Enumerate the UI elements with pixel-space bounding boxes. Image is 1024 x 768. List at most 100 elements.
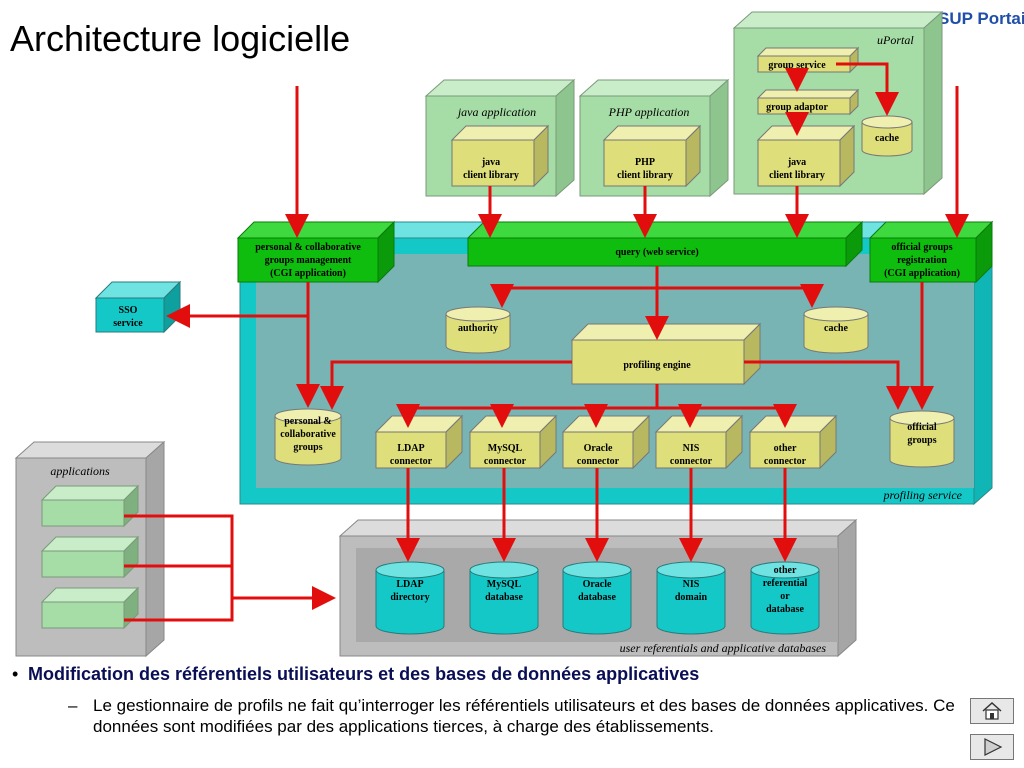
bullet-dash: –: [68, 696, 78, 715]
nis-domain-line1: NIS: [683, 579, 700, 590]
uportal-java-client-line2: client library: [769, 170, 825, 181]
oracle-database-line1: Oracle: [583, 579, 612, 590]
other-database-line1: other: [774, 565, 797, 576]
oracle-database-line2: database: [578, 592, 616, 603]
play-next-icon: [984, 738, 1003, 756]
nis-domain-line2: domain: [675, 592, 708, 603]
personal-mgmt-line2: groups management: [265, 255, 352, 266]
other-database-cylinder: other referential or database: [750, 561, 820, 635]
home-icon: [982, 701, 1002, 720]
bullet-level2: – Le gestionnaire de profils ne fait qu’…: [68, 695, 963, 737]
oracle-database-cylinder: Oracle database: [562, 561, 632, 635]
query-web-service-box: query (web service): [466, 220, 864, 268]
official-groups-cylinder: official groups: [889, 410, 955, 468]
bullet-level2-text: Le gestionnaire de profils ne fait qu’in…: [93, 696, 955, 736]
personal-mgmt-line3: (CGI application): [270, 268, 346, 279]
arrow-applications-to-referentials: [124, 514, 330, 622]
java-client-library-box: java client library: [450, 124, 550, 188]
bullet-level1: • Modification des référentiels utilisat…: [12, 664, 700, 685]
php-application-label: PHP application: [608, 105, 690, 119]
nis-domain-cylinder: NIS domain: [656, 561, 726, 635]
group-adaptor-label: group adaptor: [766, 102, 828, 113]
php-client-library-box: PHP client library: [602, 124, 702, 188]
php-client-line1: PHP: [635, 157, 655, 168]
sso-line1: SSO: [119, 305, 138, 316]
query-label: query (web service): [615, 247, 698, 258]
nis-connector-line2: connector: [670, 456, 713, 467]
slide-title: Architecture logicielle: [10, 18, 351, 59]
application-box-1: [40, 484, 140, 528]
official-groups-registration-box: official groups registration (CGI applic…: [868, 220, 994, 284]
other-connector-box: other connector: [748, 414, 838, 470]
oracle-connector-box: Oracle connector: [561, 414, 651, 470]
sso-line2: service: [113, 318, 143, 329]
architecture-diagram: uPortal group service group adaptor cach…: [14, 10, 994, 658]
ldap-directory-cylinder: LDAP directory: [375, 561, 445, 635]
nis-connector-box: NIS connector: [654, 414, 744, 470]
arrows: [124, 62, 969, 622]
mysql-database-cylinder: MySQL database: [469, 561, 539, 635]
ldap-directory-line2: directory: [390, 592, 429, 603]
bullet-level1-text: Modification des référentiels utilisateu…: [28, 664, 700, 684]
arrow-engine-to-personal-groups: [320, 360, 572, 410]
group-adaptor-box: group adaptor: [756, 88, 860, 116]
cache-cylinder: cache: [803, 306, 869, 354]
application-box-2: [40, 535, 140, 579]
uportal-java-client-line1: java: [787, 157, 806, 168]
authority-label: authority: [458, 323, 498, 334]
official-reg-line3: (CGI application): [884, 268, 960, 279]
sso-service-box: SSO service: [94, 280, 182, 334]
group-service-box: group service: [756, 46, 860, 74]
mysql-connector-box: MySQL connector: [468, 414, 558, 470]
uportal-cache-cylinder: cache: [861, 115, 913, 157]
authority-cylinder: authority: [445, 306, 511, 354]
mysql-database-line1: MySQL: [487, 579, 522, 590]
official-groups-line2: groups: [907, 435, 936, 446]
cache-label: cache: [824, 323, 848, 334]
next-slide-button[interactable]: [970, 734, 1014, 760]
nis-connector-line1: NIS: [683, 443, 700, 454]
applications-label: applications: [50, 464, 110, 478]
personal-groups-management-box: personal & collaborative groups manageme…: [236, 220, 396, 284]
profiling-engine-label: profiling engine: [623, 360, 691, 371]
application-box-3: [40, 586, 140, 630]
logo-text: SUP Portail: [938, 9, 1024, 28]
other-database-line2: referential: [763, 578, 808, 589]
other-connector-line1: other: [774, 443, 797, 454]
official-groups-line1: official: [907, 422, 937, 433]
bullet-dot: •: [12, 664, 19, 684]
java-client-line1: java: [481, 157, 500, 168]
referentials-label: user referentials and applicative databa…: [620, 641, 827, 655]
java-client-line2: client library: [463, 170, 519, 181]
oracle-connector-line1: Oracle: [584, 443, 613, 454]
uportal-cache-label: cache: [875, 133, 899, 144]
uportal-label: uPortal: [877, 33, 914, 47]
java-application-label: java application: [456, 105, 536, 119]
arrow-query-to-cache: [657, 284, 824, 308]
home-button[interactable]: [970, 698, 1014, 724]
personal-groups-line1: personal &: [284, 416, 332, 427]
group-service-label: group service: [768, 60, 826, 71]
php-client-line2: client library: [617, 170, 673, 181]
mysql-connector-line2: connector: [484, 456, 527, 467]
other-connector-line2: connector: [764, 456, 807, 467]
official-reg-line2: registration: [897, 255, 947, 266]
ldap-connector-line1: LDAP: [397, 443, 424, 454]
oracle-connector-line2: connector: [577, 456, 620, 467]
mysql-database-line2: database: [485, 592, 523, 603]
ldap-directory-line1: LDAP: [396, 579, 423, 590]
official-reg-line1: official groups: [891, 242, 952, 253]
personal-groups-cylinder: personal & collaborative groups: [274, 408, 342, 466]
profiling-engine-box: profiling engine: [570, 322, 762, 386]
other-database-line4: database: [766, 604, 804, 615]
personal-mgmt-line1: personal & collaborative: [255, 242, 361, 253]
personal-groups-line3: groups: [293, 442, 322, 453]
other-database-line3: or: [780, 591, 790, 602]
profiling-service-label: profiling service: [882, 488, 962, 502]
ldap-connector-line2: connector: [390, 456, 433, 467]
arrow-group-service-to-cache: [836, 62, 899, 116]
uportal-java-client-box: java client library: [756, 124, 856, 188]
arrow-engine-to-official-groups: [744, 360, 910, 410]
mysql-connector-line1: MySQL: [488, 443, 523, 454]
personal-groups-line2: collaborative: [280, 429, 336, 440]
